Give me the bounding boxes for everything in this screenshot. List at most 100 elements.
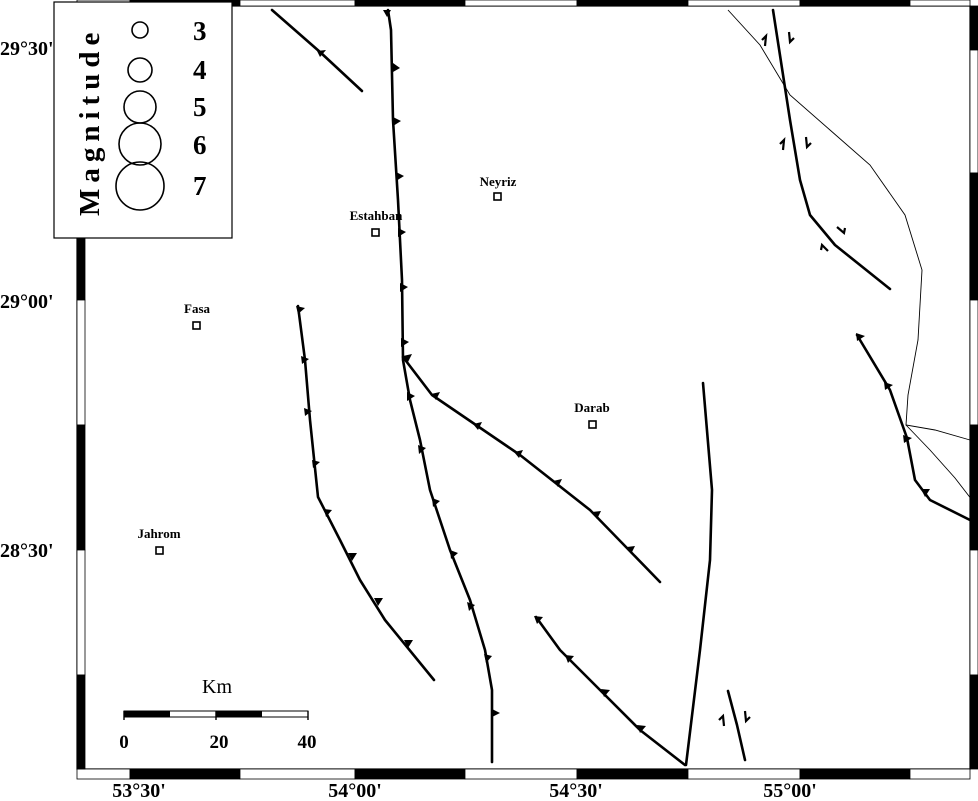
- strike-slip-arrow: [779, 137, 786, 151]
- thrust-tooth: [348, 553, 357, 561]
- city-neyriz: Neyriz: [480, 174, 517, 201]
- thrust-teeth: [296, 10, 930, 733]
- thrust-tooth: [492, 709, 500, 717]
- frame-segment: [76, 424, 86, 551]
- cities: Neyriz Estahban Fasa Darab Jahrom: [137, 174, 610, 555]
- thrust-tooth: [601, 689, 610, 697]
- latitude-label: 29°30': [0, 38, 54, 60]
- legend-title: Magnitude: [74, 27, 106, 216]
- strike-slip-arrow: [836, 226, 847, 236]
- thrust-tooth: [418, 445, 426, 454]
- frame-segment: [239, 0, 356, 7]
- thrust-tooth: [514, 450, 523, 458]
- strike-slip-arrow: [787, 31, 795, 45]
- legend-circle-mag-3: [131, 21, 149, 39]
- frame-segment: [464, 0, 578, 7]
- city-marker: [192, 321, 201, 330]
- frame-segment: [464, 768, 578, 780]
- fault-line-south-central: [534, 615, 687, 767]
- strike-slip-arrow: [819, 242, 829, 252]
- thrust-tooth: [432, 498, 440, 507]
- frame-segment: [76, 674, 86, 770]
- thrust-tooth: [301, 356, 309, 364]
- legend-magnitude-label: 6: [193, 130, 207, 160]
- city-fasa: Fasa: [184, 301, 211, 330]
- magnitude-legend: Magnitude 3 4 5 6 7: [53, 1, 233, 239]
- frame-segment: [969, 549, 978, 676]
- thrust-tooth: [627, 546, 635, 554]
- thrust-tooth: [484, 654, 492, 663]
- strike-slip-arrow: [743, 710, 751, 724]
- frame-segment: [909, 768, 971, 780]
- thrust-tooth: [856, 333, 865, 341]
- longitude-label: 55°00': [763, 780, 817, 801]
- fault-line-small-south: [726, 689, 747, 762]
- thrust-tooth: [534, 616, 543, 624]
- frame-segment: [76, 299, 86, 426]
- thrust-tooth: [553, 479, 562, 487]
- legend-magnitude-label: 5: [193, 92, 207, 122]
- legend-box: [53, 1, 233, 239]
- thrust-tooth: [921, 489, 930, 497]
- frame-segment: [354, 768, 466, 780]
- city-label: Estahban: [350, 208, 404, 223]
- thrust-tooth: [884, 382, 893, 390]
- boundary-line-branch: [905, 424, 973, 501]
- thrust-tooth: [398, 228, 406, 237]
- frame-segment: [969, 49, 978, 174]
- thrust-tooth: [404, 640, 413, 648]
- city-marker: [371, 228, 380, 237]
- frame-segment: [909, 0, 971, 7]
- frame-segment: [76, 768, 131, 780]
- longitude-label: 54°30': [549, 780, 603, 801]
- thrust-tooth: [903, 435, 912, 443]
- scale-bar-label: 20: [210, 732, 229, 753]
- frame-ticks: [76, 0, 978, 780]
- thrust-tooth: [637, 725, 646, 733]
- frame-segment: [76, 549, 86, 676]
- fault-line-main-central: [386, 8, 494, 764]
- legend-magnitude-label: 3: [193, 16, 207, 46]
- thrust-tooth: [383, 10, 391, 17]
- thrust-tooth: [296, 306, 305, 314]
- latitude-label: 28°30': [0, 540, 54, 562]
- legend-magnitude-label: 4: [193, 55, 207, 85]
- thrust-tooth: [592, 511, 601, 519]
- thrust-tooth: [401, 338, 409, 347]
- scale-bar-unit: Km: [202, 676, 232, 698]
- thrust-tooth: [304, 408, 312, 416]
- city-label: Neyriz: [480, 174, 517, 189]
- frame-segment: [576, 768, 689, 780]
- frame-segment: [969, 172, 978, 301]
- latitude-label: 29°00': [0, 291, 54, 313]
- strike-slip-arrow: [761, 33, 768, 47]
- thrust-tooth: [400, 283, 408, 292]
- longitude-label: 53°30': [112, 780, 166, 801]
- legend-circle-mag-4: [127, 57, 153, 83]
- fault-lines: [270, 8, 972, 767]
- city-darab: Darab: [574, 400, 610, 429]
- legend-circle-mag-6: [118, 122, 162, 166]
- frame-segment: [576, 0, 689, 7]
- strike-slip-arrow: [718, 713, 726, 727]
- frame-segment: [129, 768, 241, 780]
- frame-segment: [687, 0, 801, 7]
- legend-circle-mag-7: [115, 161, 165, 211]
- scale-bar-label: 40: [298, 732, 317, 753]
- thrust-tooth: [374, 598, 383, 606]
- city-estahban: Estahban: [350, 208, 404, 237]
- frame-segment: [969, 674, 978, 770]
- thrust-tooth: [473, 422, 482, 430]
- frame-segment: [354, 0, 466, 7]
- legend-magnitude-label: 7: [193, 171, 207, 201]
- axis-labels: 29°30' 29°00' 28°30' 53°30' 54°00' 54°30…: [0, 38, 817, 801]
- thrust-tooth: [450, 550, 458, 559]
- fault-line-northeast-strike-slip: [771, 8, 892, 291]
- scale-bar-segment: [216, 711, 262, 717]
- city-label: Darab: [574, 400, 609, 415]
- fault-line-east: [855, 333, 972, 522]
- city-jahrom: Jahrom: [137, 526, 181, 555]
- scale-bar-segment: [124, 711, 170, 717]
- thrust-tooth: [393, 117, 401, 126]
